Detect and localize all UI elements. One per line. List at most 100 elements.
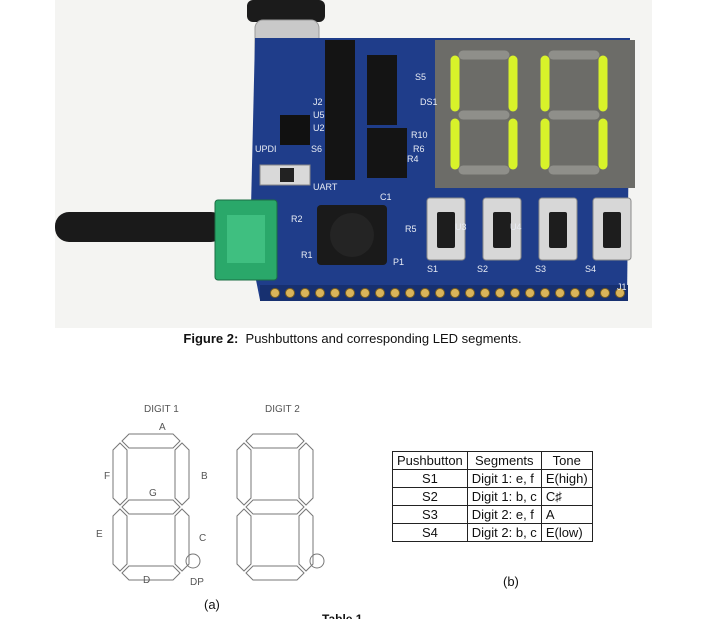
digit2-seg-d <box>245 565 305 581</box>
digit1-seg-e <box>112 508 128 572</box>
header-pin <box>435 288 445 298</box>
figure-caption-label: Figure 2: <box>183 331 239 346</box>
silk-ds1: DS1 <box>420 97 438 107</box>
header-pin <box>300 288 310 298</box>
seg-d-label: D <box>143 575 150 586</box>
header-pin <box>450 288 460 298</box>
header-pin <box>390 288 400 298</box>
digit2-seg-a <box>245 433 305 449</box>
pushbutton-cap <box>549 212 567 248</box>
digit1-seg-a <box>121 433 181 449</box>
table-caption-cut: Table 1 <box>322 612 363 619</box>
header-pin <box>345 288 355 298</box>
subfigure-a-label: (a) <box>204 597 220 612</box>
header-pin <box>570 288 580 298</box>
seg-a-label: A <box>159 422 166 433</box>
figure-caption: Figure 2: Pushbuttons and corresponding … <box>0 331 705 346</box>
header-segments: Segments <box>466 451 542 470</box>
silk-uart: UART <box>313 182 338 192</box>
cell-tone: C♯ <box>540 487 593 506</box>
digit1-seg-b <box>174 442 190 506</box>
figure-caption-text: Pushbuttons and corresponding LED segmen… <box>245 331 522 346</box>
digit2-seg-b <box>298 442 314 506</box>
header-pin <box>615 288 625 298</box>
silk-s3: S3 <box>535 264 546 274</box>
silk-u4: U4 <box>510 222 522 232</box>
silk-p1: P1 <box>393 257 404 267</box>
header-pin <box>510 288 520 298</box>
header-pin <box>285 288 295 298</box>
cell-segments: Digit 2: e, f <box>466 505 542 524</box>
cell-tone: A <box>540 505 593 524</box>
table-row: S3 Digit 2: e, f A <box>392 505 593 524</box>
header-pin <box>375 288 385 298</box>
digit1-seg-d <box>121 565 181 581</box>
silk-r2: R2 <box>291 214 303 224</box>
cell-tone: E(high) <box>540 469 593 488</box>
digit2-seg-g <box>245 499 305 515</box>
dp-circle-digit2 <box>309 553 325 569</box>
header-pin <box>420 288 430 298</box>
silk-updi: UPDI <box>255 144 277 154</box>
cell-button: S3 <box>392 505 468 524</box>
table-row: S4 Digit 2: b, c E(low) <box>392 523 593 542</box>
seven-segment-diagram: DIGIT 1 DIGIT 2 A B C D E F G DP (a) <box>96 404 325 612</box>
pushbutton-cap <box>437 212 455 248</box>
cell-segments: Digit 1: b, c <box>466 487 542 506</box>
digit1-seg-g <box>121 499 181 515</box>
header-pin <box>360 288 370 298</box>
cell-button: S2 <box>392 487 468 506</box>
silk-j2: J2 <box>313 97 323 107</box>
silk-r1: R1 <box>301 250 313 260</box>
silk-u5: U5 <box>313 110 325 120</box>
cell-segments: Digit 1: e, f <box>466 469 542 488</box>
silk-u3: U3 <box>455 222 467 232</box>
header-pin <box>495 288 505 298</box>
silk-j1: J1 <box>617 282 627 292</box>
silk-s6: S6 <box>311 144 322 154</box>
seg-e-label: E <box>96 529 103 540</box>
digit2-seg-f <box>236 442 252 506</box>
pushbutton-cap <box>603 212 621 248</box>
silk-s4: S4 <box>585 264 596 274</box>
cell-segments: Digit 2: b, c <box>466 523 542 542</box>
header-pin <box>525 288 535 298</box>
subfigure-b-label: (b) <box>503 574 519 589</box>
seg-b-label: B <box>201 471 208 482</box>
silk-r4: R4 <box>407 154 419 164</box>
dp-circle-digit1 <box>185 553 201 569</box>
header-pin <box>480 288 490 298</box>
seg-f-label: F <box>104 471 110 482</box>
seg-c-label: C <box>199 533 206 544</box>
silk-r10: R10 <box>411 130 428 140</box>
digit2-seg-c <box>298 508 314 572</box>
digit2-label: DIGIT 2 <box>265 404 300 415</box>
seg-dp-label: DP <box>190 577 204 588</box>
header-pushbutton: Pushbutton <box>392 451 468 470</box>
cell-button: S4 <box>392 523 468 542</box>
cell-tone: E(low) <box>540 523 593 542</box>
header-pin <box>330 288 340 298</box>
digit1-seg-c <box>174 508 190 572</box>
pushbutton-table: Pushbutton Segments Tone S1 Digit 1: e, … <box>392 451 593 542</box>
table-row: S2 Digit 1: b, c C♯ <box>392 487 593 506</box>
table-header-row: Pushbutton Segments Tone <box>392 451 593 470</box>
silk-s2: S2 <box>477 264 488 274</box>
digit2-seg-e <box>236 508 252 572</box>
digit1-seg-f <box>112 442 128 506</box>
silk-s1: S1 <box>427 264 438 274</box>
board-photo: UPDI UART S6 S1 S2 S3 S4 R2 R1 P1 C1 U3 … <box>55 0 652 328</box>
table-row: S1 Digit 1: e, f E(high) <box>392 469 593 488</box>
silk-u2: U2 <box>313 123 325 133</box>
header-pin <box>405 288 415 298</box>
silk-s5: S5 <box>415 72 426 82</box>
cell-button: S1 <box>392 469 468 488</box>
header-pin <box>315 288 325 298</box>
silk-r6: R6 <box>413 144 425 154</box>
header-pin <box>465 288 475 298</box>
silk-r5: R5 <box>405 224 417 234</box>
header-pin <box>585 288 595 298</box>
silk-c1: C1 <box>380 192 392 202</box>
header-pin <box>555 288 565 298</box>
header-pin <box>600 288 610 298</box>
